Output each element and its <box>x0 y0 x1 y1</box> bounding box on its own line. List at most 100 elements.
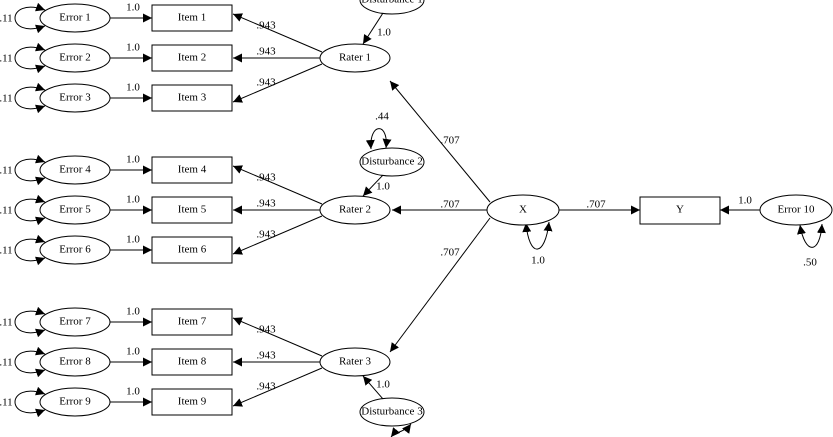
rater-to-item-arrow <box>232 165 323 205</box>
error-variance-loop <box>14 154 46 186</box>
rater-to-item-arrow <box>232 367 323 407</box>
error-label: Error 5 <box>59 204 91 216</box>
error-label: Error 8 <box>59 356 91 368</box>
rater-loading-label: .943 <box>256 350 276 362</box>
disturbance-variance-loop <box>390 423 412 437</box>
error-loading-label: 1.0 <box>126 386 140 398</box>
disturbance-to-rater-arrow <box>362 174 384 197</box>
error-variance-loop <box>14 234 46 266</box>
item-label: Item 9 <box>178 396 207 408</box>
x-to-rater1-arrow <box>389 80 491 203</box>
x-to-y-label: .707 <box>586 199 606 211</box>
error-label: Error 7 <box>59 316 91 328</box>
x-rater3-label: .707 <box>440 247 460 259</box>
error10-variance-label: .50 <box>803 257 817 269</box>
y-node <box>639 196 721 225</box>
error-label: Error 4 <box>59 164 91 176</box>
disturbance-path-label: 1.0 <box>376 379 390 391</box>
rater-node <box>319 43 391 73</box>
error-label: Error 6 <box>59 244 91 256</box>
error-variance-label: .11 <box>0 397 13 409</box>
rater-loading-label: .943 <box>256 381 276 393</box>
x-to-rater3-arrow <box>389 217 491 353</box>
error-variance-label: .11 <box>0 93 13 105</box>
disturbance-node <box>359 397 425 427</box>
error10-label: Error 10 <box>778 204 815 216</box>
rater-node <box>319 347 391 377</box>
error-loading-label: 1.0 <box>126 42 140 54</box>
item-label: Item 8 <box>178 356 207 368</box>
rater-loading-label: .943 <box>256 172 276 184</box>
item-node <box>151 308 233 336</box>
rater-loading-label: .943 <box>256 46 276 58</box>
error-variance-label: .11 <box>0 165 13 177</box>
rater-label: Rater 3 <box>339 356 372 368</box>
rater-to-item-arrow <box>232 215 323 255</box>
item-label: Item 4 <box>178 164 207 176</box>
error-variance-label: .11 <box>0 317 13 329</box>
rater-loading-label: .943 <box>256 229 276 241</box>
item-label: Item 2 <box>178 52 206 64</box>
error-loading-label: 1.0 <box>126 2 140 14</box>
rater-to-item-arrow <box>232 317 323 357</box>
error-variance-loop <box>14 2 46 34</box>
disturbance-variance-loop <box>365 128 392 150</box>
disturbance-label: Disturbance 2 <box>361 156 422 168</box>
item-node <box>151 84 233 112</box>
item-label: Item 5 <box>178 204 207 216</box>
error-variance-loop <box>14 42 46 74</box>
error-loading-label: 1.0 <box>126 346 140 358</box>
disturbance-node <box>359 147 425 177</box>
item-label: Item 3 <box>178 92 207 104</box>
disturbance-label: Disturbance 1 <box>361 0 422 6</box>
y-label: Y <box>676 204 684 216</box>
error-loading-label: 1.0 <box>126 154 140 166</box>
error-variance-label: .11 <box>0 205 13 217</box>
x-rater2-label: .707 <box>440 199 460 211</box>
item-label: Item 6 <box>178 244 207 256</box>
error-loading-label: 1.0 <box>126 306 140 318</box>
item-node <box>151 4 233 32</box>
error-loading-label: 1.0 <box>126 234 140 246</box>
item-node <box>151 44 233 72</box>
disturbance-to-rater-arrow <box>362 12 384 45</box>
item-node <box>151 348 233 376</box>
x-variance-label: 1.0 <box>531 255 545 267</box>
item-node <box>151 236 233 264</box>
disturbance-path-label: 1.0 <box>376 181 390 193</box>
rater-loading-label: .943 <box>256 20 276 32</box>
error-label: Error 2 <box>59 52 90 64</box>
item-label: Item 1 <box>178 12 206 24</box>
error-label: Error 1 <box>59 12 90 24</box>
disturbance-path-label: 1.0 <box>377 27 391 39</box>
error-variance-label: .11 <box>0 53 13 65</box>
item-node <box>151 156 233 184</box>
error-variance-loop <box>14 82 46 114</box>
error-loading-label: 1.0 <box>126 82 140 94</box>
rater-to-item-arrow <box>232 63 323 103</box>
disturbance-to-rater-arrow <box>362 375 384 400</box>
rater-to-item-arrow <box>232 13 323 53</box>
item-node <box>151 388 233 416</box>
error-variance-loop <box>14 194 46 226</box>
error-variance-loop <box>14 306 46 338</box>
rater-loading-label: .943 <box>256 324 276 336</box>
x-rater1-label: .707 <box>440 135 460 147</box>
rater-loading-label: .943 <box>256 198 276 210</box>
error-label: Error 3 <box>59 92 91 104</box>
disturbance-variance-label: .44 <box>375 111 389 123</box>
x-label: X <box>519 204 527 216</box>
error-loading-label: 1.0 <box>126 194 140 206</box>
item-node <box>151 196 233 224</box>
error-variance-label: .11 <box>0 357 13 369</box>
disturbance-label: Disturbance 3 <box>361 406 423 418</box>
item-label: Item 7 <box>178 316 207 328</box>
rater-loading-label: .943 <box>256 77 276 89</box>
error10-variance-loop <box>797 223 826 248</box>
rater-label: Rater 2 <box>339 204 371 216</box>
error-variance-loop <box>14 346 46 378</box>
rater-node <box>319 195 391 225</box>
error-variance-label: .11 <box>0 245 13 257</box>
error-variance-label: .11 <box>0 13 13 25</box>
error-label: Error 9 <box>59 396 91 408</box>
